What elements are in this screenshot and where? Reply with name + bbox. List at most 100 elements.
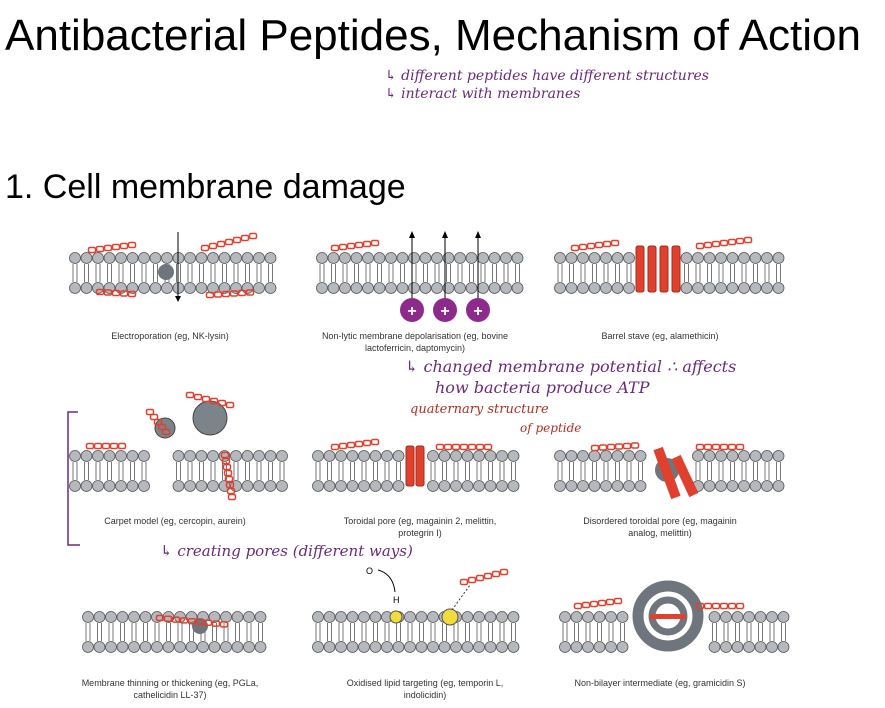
lipid xyxy=(731,611,744,623)
lipid xyxy=(692,252,704,264)
lipid xyxy=(703,450,716,462)
peptide-helix xyxy=(405,445,415,487)
lipid xyxy=(726,450,739,462)
oxidised-lipid xyxy=(389,610,403,624)
lipid xyxy=(369,641,382,653)
lipid xyxy=(692,450,704,462)
lipid xyxy=(415,641,428,653)
lipid xyxy=(749,480,762,492)
lipid xyxy=(184,480,196,492)
lipid xyxy=(115,450,127,462)
lipid xyxy=(680,252,693,264)
lipid xyxy=(442,282,455,294)
annotation-different-structures: ↳ different peptides have different stru… xyxy=(385,68,709,84)
peptide-unit xyxy=(201,395,211,403)
peptide-unit xyxy=(362,240,372,248)
lipid xyxy=(396,282,409,294)
lipid xyxy=(139,641,152,653)
lipid xyxy=(172,450,185,462)
peptide-unit xyxy=(338,442,348,450)
lipid xyxy=(454,252,466,264)
lipid xyxy=(404,611,416,623)
lipid xyxy=(243,611,255,623)
lipid xyxy=(197,641,209,653)
peptide-unit xyxy=(101,442,111,450)
lipid xyxy=(500,252,512,264)
lipid xyxy=(772,282,785,294)
peptide-unit xyxy=(435,443,445,451)
membrane-barrel-stave xyxy=(554,252,785,294)
peptide-unit xyxy=(127,290,137,298)
lipid xyxy=(611,252,624,264)
lipid xyxy=(149,282,162,294)
lipid xyxy=(339,252,351,264)
peptide-unit xyxy=(354,440,364,448)
peptide-unit xyxy=(187,617,197,625)
lipid xyxy=(692,282,704,294)
lipid xyxy=(184,252,196,264)
caption-disordered-toroidal: Disordered toroidal pore (eg, magainin a… xyxy=(583,516,737,538)
peptide-unit xyxy=(598,444,608,451)
lipid xyxy=(207,480,219,492)
peptide-unit xyxy=(103,289,113,296)
lipid xyxy=(195,450,208,462)
lipid xyxy=(680,282,693,294)
section-heading: 1. Cell membrane damage xyxy=(5,168,406,206)
lipid xyxy=(350,252,363,264)
peptide-unit xyxy=(499,568,509,576)
lipid xyxy=(565,252,578,264)
lipid xyxy=(605,611,617,623)
caption-toroidal: Toroidal pore (eg, magainin 2, melittin,… xyxy=(343,516,497,538)
lipid xyxy=(616,611,629,623)
lipid xyxy=(241,252,254,264)
lipid xyxy=(438,641,451,653)
lipid xyxy=(577,252,589,264)
lipid xyxy=(600,282,612,294)
peptide-unit xyxy=(85,442,95,450)
lipid xyxy=(80,252,93,264)
lipid xyxy=(484,641,497,653)
lipid xyxy=(708,611,721,623)
peptide-unit xyxy=(109,442,119,450)
lipid xyxy=(346,641,359,653)
lipid xyxy=(358,641,370,653)
peptide-unit xyxy=(735,237,745,245)
annotation-membrane-potential: ↳ changed membrane potential ∴ affects xyxy=(405,357,737,376)
lipid xyxy=(126,450,139,462)
peptide-unit xyxy=(475,574,485,582)
lipid xyxy=(484,480,497,492)
peptide-unit xyxy=(225,401,235,409)
peptide-unit xyxy=(743,236,753,244)
lipid xyxy=(335,611,347,623)
lipid xyxy=(577,282,589,294)
lipid xyxy=(554,282,566,294)
lipid xyxy=(316,282,328,294)
lipid xyxy=(772,450,785,462)
arrowhead-icon xyxy=(475,231,481,238)
lipid xyxy=(69,252,81,264)
lipid xyxy=(358,611,370,623)
lipid xyxy=(766,611,778,623)
annotation-interact-membranes: ↳ interact with membranes xyxy=(385,86,581,102)
lipid xyxy=(369,611,382,623)
peptide-unit xyxy=(483,443,493,451)
peptide-unit xyxy=(221,457,231,465)
peptide-unit xyxy=(459,578,469,586)
peptide-unit xyxy=(93,442,103,450)
lipid xyxy=(138,282,150,294)
lipid xyxy=(465,282,478,294)
peptide-unit xyxy=(362,439,372,447)
lipid xyxy=(254,641,267,653)
lipid xyxy=(184,450,196,462)
lipid xyxy=(600,252,612,264)
lipid xyxy=(593,611,606,623)
lipid xyxy=(570,641,583,653)
lipid xyxy=(431,282,443,294)
lipid xyxy=(385,252,397,264)
positive-charge-icon xyxy=(400,298,424,322)
peptide-unit xyxy=(163,615,173,623)
peptide-unit xyxy=(225,481,235,489)
lipid xyxy=(381,641,393,653)
lipid xyxy=(230,252,242,264)
